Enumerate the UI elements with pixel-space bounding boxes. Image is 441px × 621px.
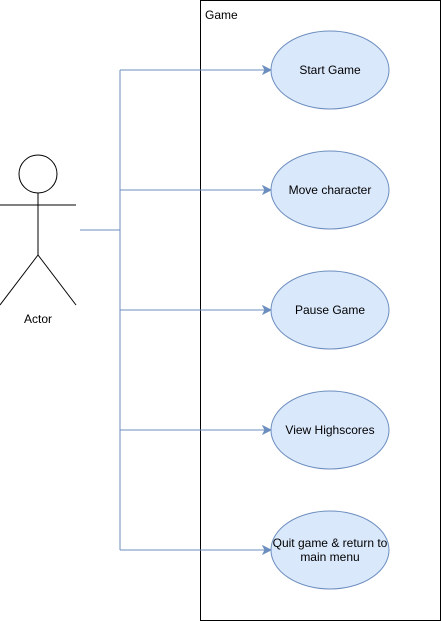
use-case-move-character bbox=[270, 150, 390, 230]
arrowhead-pause-game bbox=[261, 304, 273, 316]
use-case-pause-game bbox=[270, 270, 390, 350]
actor-figure bbox=[0, 154, 77, 306]
use-case-view-highscores bbox=[270, 390, 390, 470]
arrowhead-start-game bbox=[261, 64, 273, 76]
actor-label: Actor bbox=[23, 312, 52, 326]
use-case-label-quit-game: Quit game & return to main menu bbox=[272, 536, 388, 564]
use-case-label-pause-game: Pause Game bbox=[294, 303, 366, 317]
use-case-label-move-character: Move character bbox=[288, 183, 372, 197]
use-case-label-start-game: Start Game bbox=[299, 63, 361, 77]
use-case-label-view-highscores: View Highscores bbox=[285, 423, 375, 437]
use-case-start-game bbox=[270, 30, 390, 110]
system-title: Game bbox=[205, 8, 238, 22]
connector-trunk bbox=[80, 70, 121, 550]
use-case-quit-game bbox=[270, 510, 390, 590]
arrowhead-quit-game bbox=[261, 544, 273, 556]
arrowhead-move-character bbox=[261, 184, 273, 196]
connectors bbox=[80, 64, 273, 556]
arrowhead-view-highscores bbox=[261, 424, 273, 436]
use-cases bbox=[270, 30, 390, 590]
